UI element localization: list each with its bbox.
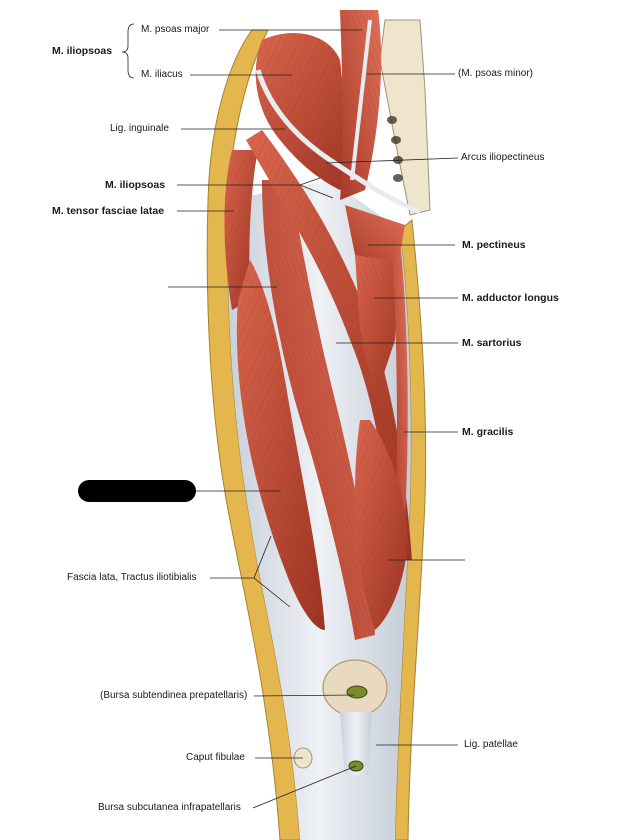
leader-lines — [121, 23, 465, 809]
label-gracilis: M. gracilis — [462, 426, 514, 438]
patellar-ligament — [340, 712, 372, 775]
label-psoas-minor: (M. psoas minor) — [458, 68, 534, 79]
label-iliopsoas: M. iliopsoas — [105, 179, 166, 191]
label-adductor-longus: M. adductor longus — [462, 292, 559, 304]
label-lig-patellae: Lig. patellae — [464, 739, 518, 750]
label-iliopsoas-group: M. iliopsoas — [52, 45, 113, 57]
label-bursa-subcutanea: Bursa subcutanea infrapatellaris — [98, 802, 241, 813]
label-tensor-fasciae-latae: M. tensor fasciae latae — [52, 205, 165, 217]
foramen-1 — [387, 116, 397, 124]
spine-bones — [379, 19, 431, 216]
label-pectineus: M. pectineus — [462, 239, 526, 251]
gracilis-muscle — [392, 240, 408, 560]
label-lig-inguinale: Lig. inguinale — [110, 123, 169, 134]
label-sartorius: M. sartorius — [462, 337, 522, 349]
redaction-mark — [78, 480, 196, 502]
bursa-subtendinea-shape — [346, 685, 368, 699]
psoas-minor-tendon — [350, 19, 372, 181]
iliopsoas-brace — [121, 23, 135, 79]
label-fascia-lata: Fascia lata, Tractus iliotibialis — [67, 572, 197, 583]
label-bursa-subtendinea: (Bursa subtendinea prepatellaris) — [100, 690, 248, 701]
label-iliacus: M. iliacus — [141, 69, 183, 80]
pectineus-muscle — [345, 205, 405, 265]
inguinal-ligament — [255, 69, 421, 215]
foramen-4 — [393, 174, 403, 182]
foramen-2 — [391, 136, 401, 144]
label-caput-fibulae: Caput fibulae — [186, 752, 245, 763]
label-psoas-major: M. psoas major — [141, 24, 210, 35]
label-arcus-iliopectineus: Arcus iliopectineus — [461, 152, 545, 163]
